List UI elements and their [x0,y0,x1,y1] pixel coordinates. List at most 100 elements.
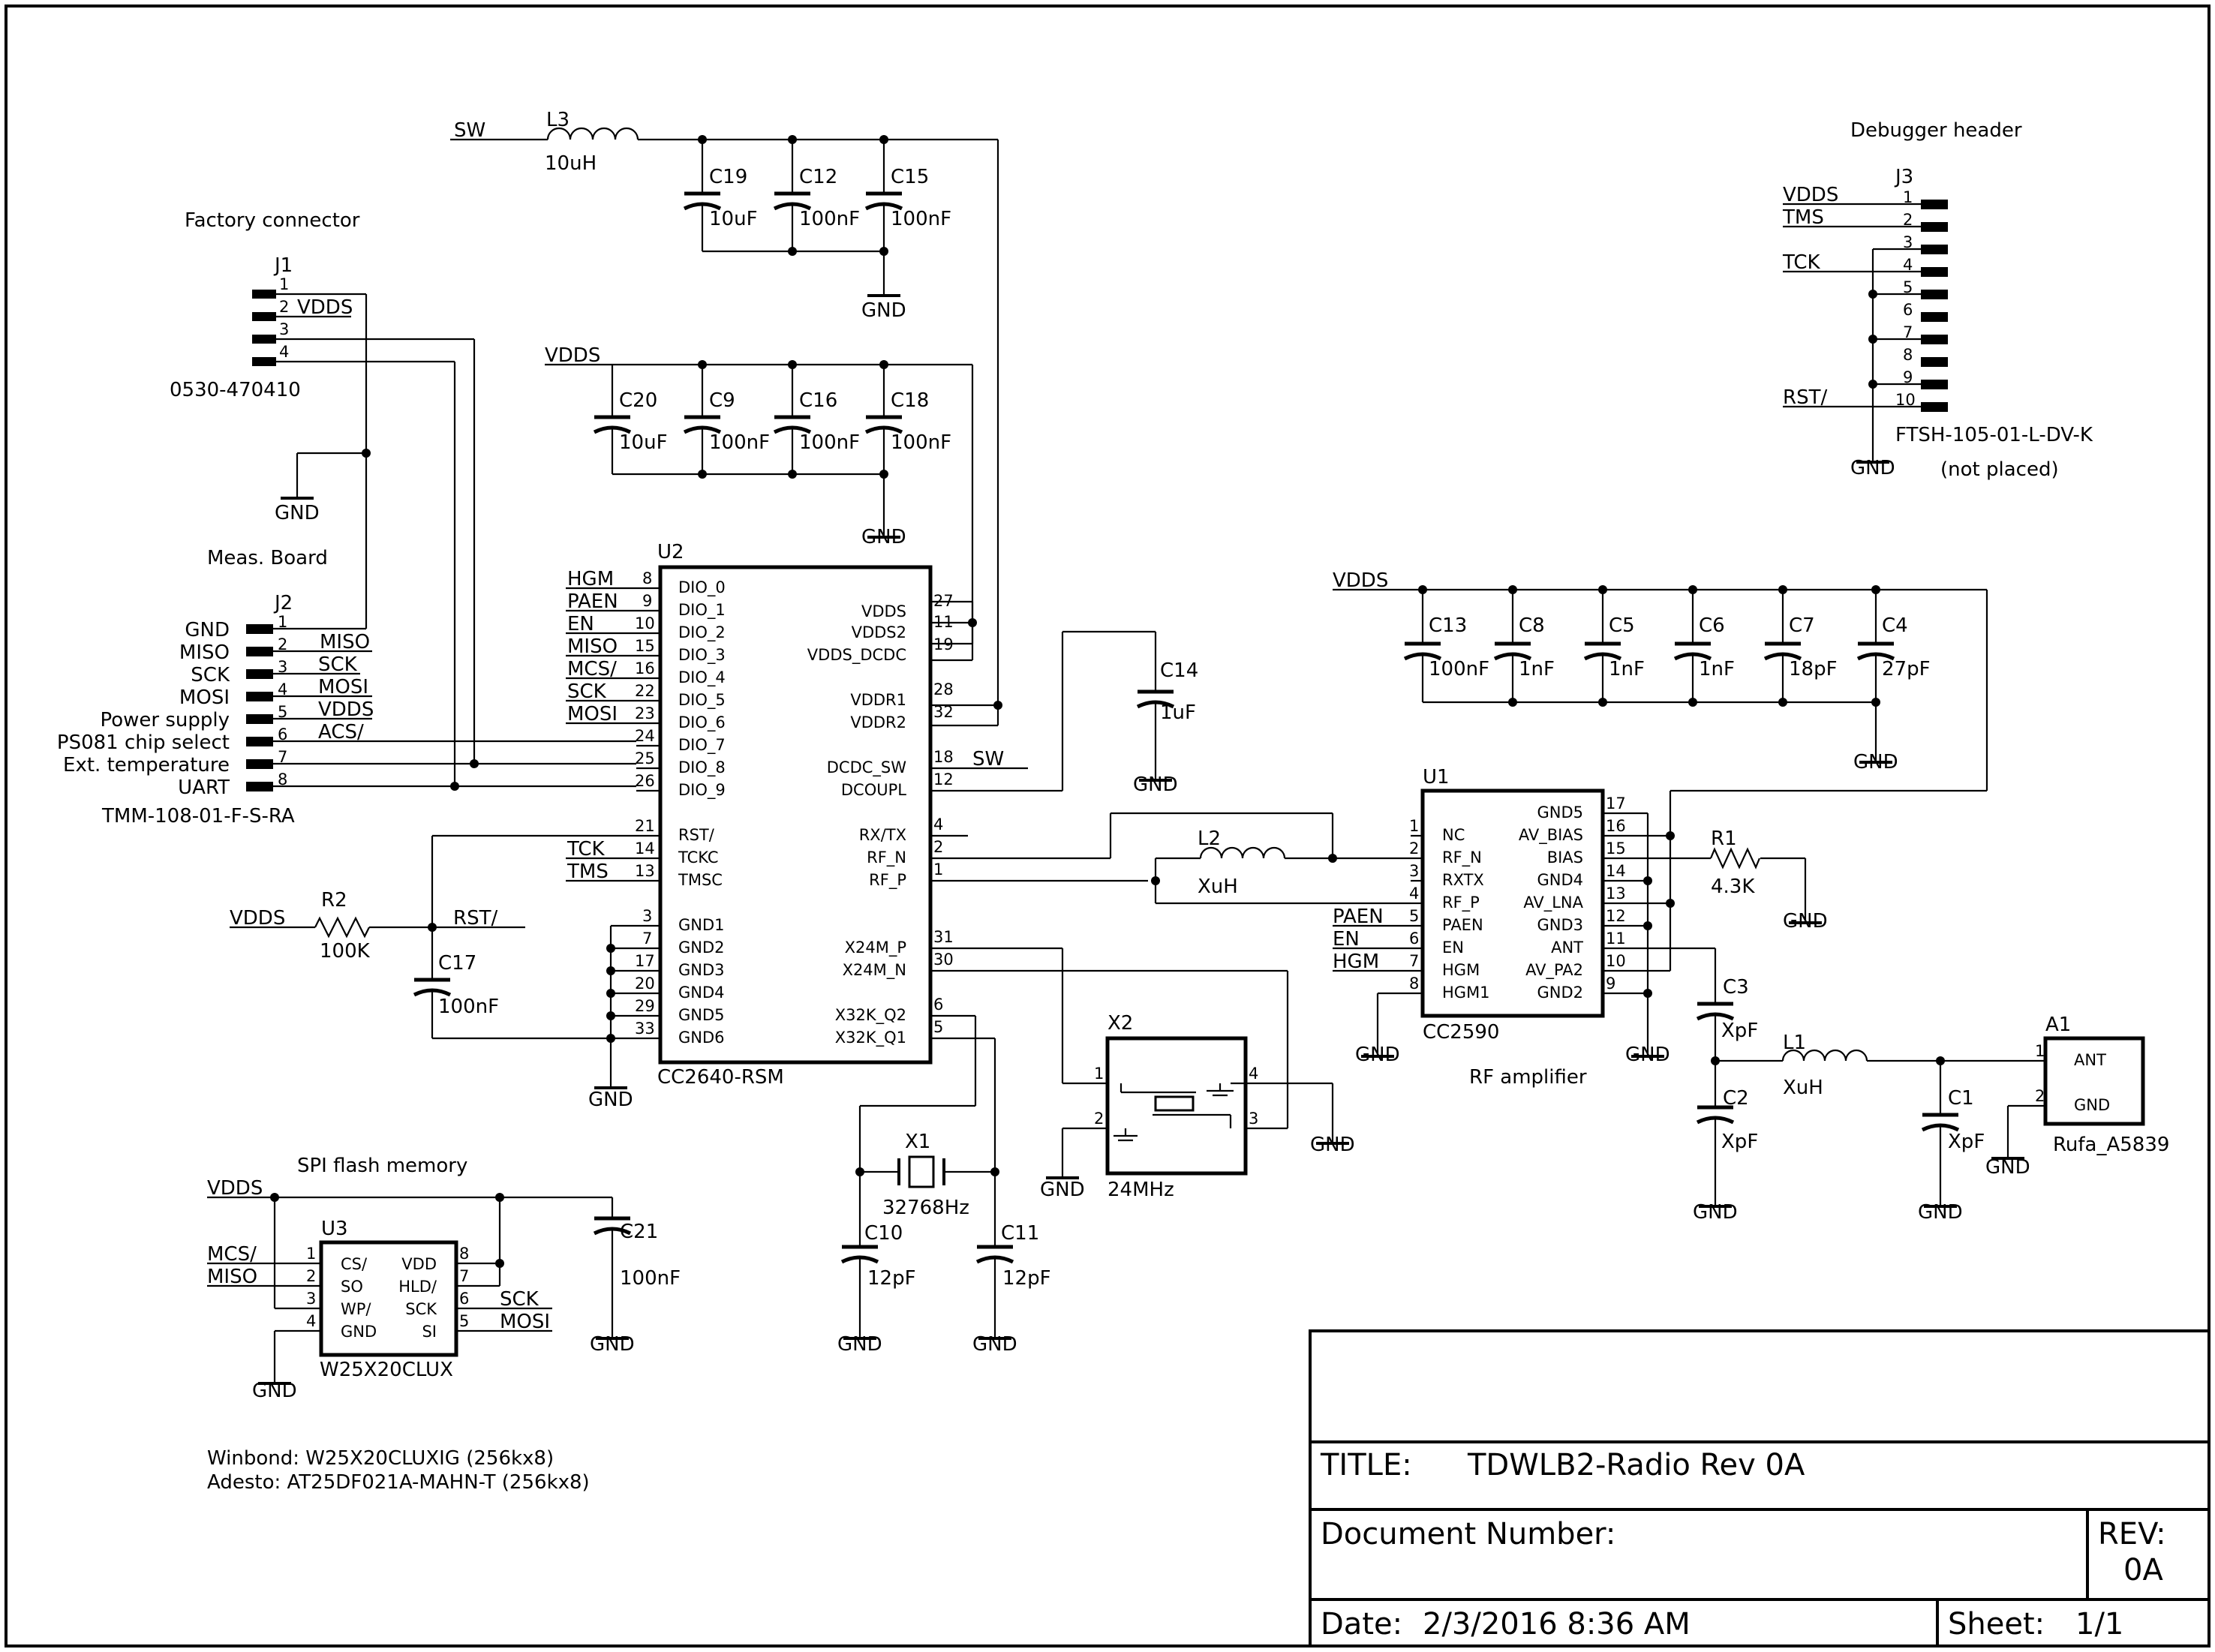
svg-text:12: 12 [1606,907,1626,925]
j1-connector: Factory connector J1 1 2 3 4 VDDS 0530-4… [170,209,474,629]
svg-text:1: 1 [933,861,943,879]
svg-text:X24M_P: X24M_P [845,939,906,957]
svg-text:C2: C2 [1723,1087,1749,1110]
svg-text:HGM: HGM [567,568,614,590]
svg-text:1: 1 [1094,1065,1104,1083]
svg-text:5: 5 [1903,278,1913,296]
svg-text:VDDS: VDDS [318,698,374,721]
svg-text:PS081 chip select: PS081 chip select [57,731,230,754]
svg-text:VDDS_DCDC: VDDS_DCDC [807,646,906,665]
svg-text:0530-470410: 0530-470410 [170,379,301,401]
svg-text:5: 5 [1409,907,1419,925]
svg-text:C19: C19 [709,166,747,188]
svg-text:14: 14 [635,840,655,858]
svg-text:GND: GND [1985,1156,2030,1179]
svg-text:C13: C13 [1429,614,1467,637]
svg-text:EN: EN [1442,939,1464,957]
svg-text:C7: C7 [1789,614,1815,637]
c4-capacitor: C4 27pF [1856,585,1931,707]
svg-text:13: 13 [1606,885,1626,903]
reset-section: VDDS R2 100K RST/ C17 100nF [230,836,525,1038]
svg-text:U2: U2 [657,541,684,563]
svg-text:15: 15 [1606,840,1626,858]
svg-text:1: 1 [306,1245,316,1263]
svg-text:XpF: XpF [1721,1131,1758,1153]
svg-text:ACS/: ACS/ [318,721,364,743]
svg-text:GND: GND [1918,1201,1963,1224]
svg-text:R2: R2 [321,889,347,912]
title-value: TDWLB2-Radio Rev 0A [1467,1448,1805,1482]
svg-text:NC: NC [1442,826,1465,844]
svg-text:1nF: 1nF [1519,658,1555,680]
svg-text:AV_LNA: AV_LNA [1523,894,1583,912]
svg-text:GND3: GND3 [1537,916,1583,934]
svg-text:C11: C11 [1001,1222,1039,1245]
svg-text:TMS: TMS [567,861,609,883]
doc-number-label: Document Number: [1321,1517,1615,1551]
svg-text:GND: GND [341,1323,377,1341]
svg-text:X2: X2 [1108,1012,1133,1035]
u2-cc2640: U2 CC2640-RSM DIO_0 DIO_1 DIO_2 DIO_3 DI… [432,541,1288,1111]
svg-text:AV_BIAS: AV_BIAS [1519,826,1583,845]
svg-text:HLD/: HLD/ [398,1278,437,1296]
svg-text:SCK: SCK [500,1288,539,1311]
vdds-net-label: VDDS [545,344,600,367]
svg-text:GND: GND [185,619,230,641]
svg-text:VDDS2: VDDS2 [852,623,906,641]
svg-text:SCK: SCK [567,680,607,703]
svg-text:GND: GND [837,1333,882,1356]
svg-text:DIO_0: DIO_0 [678,578,726,597]
svg-text:GND: GND [861,299,906,322]
svg-text:(not placed): (not placed) [1940,458,2059,481]
svg-text:Ext. temperature: Ext. temperature [63,754,230,776]
svg-text:GND: GND [588,1089,633,1111]
u1-cc2590: U1 CC2590 RF amplifier NC RF_N RXTX RF_P… [1333,766,1828,1089]
svg-text:U3: U3 [321,1218,348,1240]
svg-text:GND: GND [1040,1179,1085,1201]
svg-text:SW: SW [972,748,1004,770]
svg-text:BIAS: BIAS [1547,849,1583,867]
x2-crystal: X2 24MHz 1 2 3 4 GND GND [1040,948,1355,1201]
svg-text:EN: EN [567,613,594,635]
svg-text:MISO: MISO [207,1266,257,1288]
svg-text:A1: A1 [2045,1014,2071,1036]
svg-text:SI: SI [422,1323,437,1341]
svg-text:GND5: GND5 [1537,803,1583,821]
vdds-cap-bank-2: VDDS GND C13 100nF C8 1nF [1333,569,1988,971]
svg-text:4: 4 [1249,1065,1258,1083]
svg-text:MCS/: MCS/ [567,658,617,680]
svg-text:3: 3 [279,320,289,338]
svg-text:RST/: RST/ [1783,386,1827,409]
svg-text:3: 3 [1249,1110,1258,1128]
svg-text:32768Hz: 32768Hz [882,1197,969,1219]
svg-text:33: 33 [635,1020,655,1038]
svg-text:8: 8 [1409,975,1419,993]
svg-text:J1: J1 [273,254,293,277]
svg-text:VDDS: VDDS [1783,184,1838,206]
svg-text:C4: C4 [1882,614,1908,637]
svg-text:RST/: RST/ [453,907,497,930]
x1-crystal: X1 32768Hz C10 12pF GND C11 12pF GND [837,1016,1051,1356]
svg-text:TCKC: TCKC [678,849,719,867]
spi-flash-label: SPI flash memory [297,1155,467,1177]
l3-ref: L3 [546,109,570,131]
svg-text:U1: U1 [1423,766,1450,788]
sw-net-label: SW [454,119,485,142]
svg-text:C9: C9 [709,389,735,412]
svg-text:11: 11 [1606,930,1626,948]
svg-text:MISO: MISO [567,635,618,658]
sheet-label: Sheet: [1948,1607,2045,1641]
meas-board-label: Meas. Board [207,547,328,569]
svg-text:Rufa_A5839: Rufa_A5839 [2053,1134,2169,1156]
rev-value: 0A [2123,1553,2163,1587]
svg-text:GND6: GND6 [678,1029,725,1047]
svg-text:2: 2 [2035,1087,2045,1105]
debugger-header-label: Debugger header [1850,119,2022,142]
l2-inductor: L2 XuH [1109,812,1411,905]
svg-text:GND: GND [1133,773,1178,796]
svg-text:100nF: 100nF [438,996,499,1018]
svg-text:8: 8 [459,1245,469,1263]
svg-text:9: 9 [642,592,652,610]
winbond-note: Winbond: W25X20CLUXIG (256kx8) [207,1447,554,1470]
